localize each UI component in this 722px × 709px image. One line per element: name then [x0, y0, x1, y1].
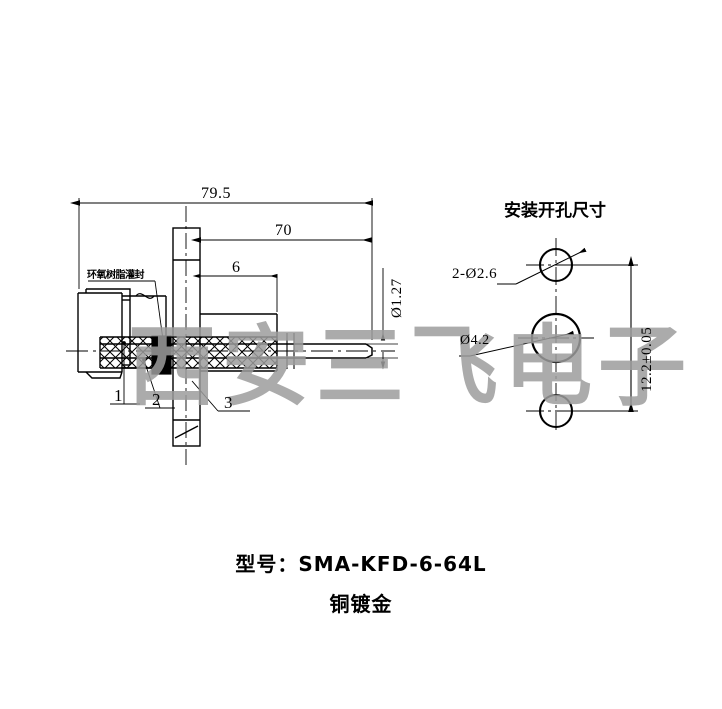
coupling-nut-outline [77, 288, 131, 379]
material-label: 铜镀金 [329, 592, 393, 616]
label-screw-holes: 2-Ø2.6 [452, 266, 498, 282]
label-hole-spacing: 12.2±0.05 [639, 326, 655, 392]
hole-center-4-2 [518, 312, 594, 364]
main-view-geometry [66, 206, 395, 466]
mounting-view-title: 安装开孔尺寸 [504, 201, 606, 221]
dimension-overall-79-5 [70, 198, 373, 340]
leader-2-holes [497, 247, 587, 285]
dimension-label-pin-diameter: Ø1.27 [389, 278, 405, 318]
item-number-3: 3 [224, 393, 233, 412]
dimension-hole-spacing [572, 256, 638, 412]
annotation-epoxy-seal: 环氧树脂灌封 [87, 270, 145, 281]
dimension-label-pin-length: 70 [275, 222, 292, 239]
insulator-hatched-region [100, 337, 277, 368]
mounting-hole-view [459, 238, 638, 432]
dimension-step-6 [192, 273, 278, 312]
item-number-2: 2 [152, 390, 161, 409]
dimension-pin-70 [191, 236, 372, 312]
dimension-pin-diameter [366, 268, 398, 370]
leader-center-hole [459, 330, 575, 357]
insulator-outline [99, 336, 277, 369]
dimension-label-overall: 79.5 [201, 185, 231, 202]
leader-epoxy-seal [88, 280, 164, 341]
dimension-label-step: 6 [232, 259, 241, 276]
leader-item-2 [142, 358, 175, 409]
leader-item-3 [191, 380, 250, 412]
label-center-hole: Ø4.2 [460, 333, 490, 348]
epoxy-seal-block [151, 335, 172, 375]
item-number-1: 1 [114, 386, 123, 405]
leader-item-1 [110, 341, 140, 405]
model-label: 型号：SMA-KFD-6-64L [235, 552, 487, 576]
